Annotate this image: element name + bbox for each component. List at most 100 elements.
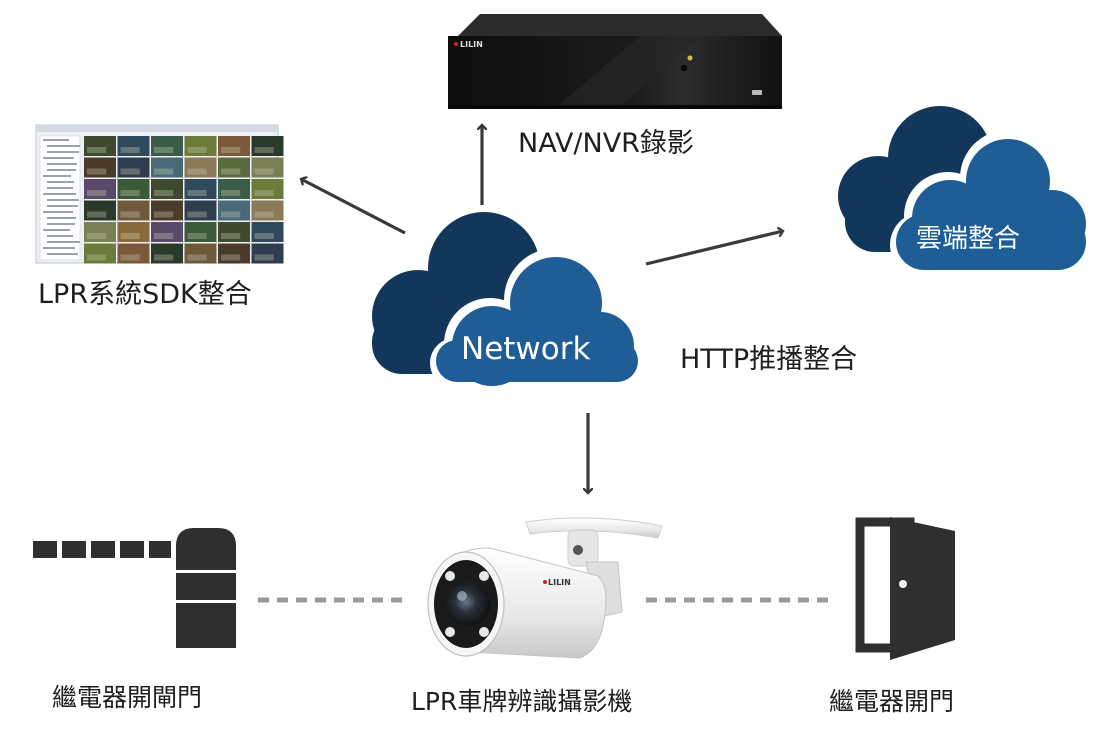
- sdk-video-thumbnail: [117, 243, 150, 264]
- sdk-tree-line: [43, 211, 73, 213]
- sdk-video-thumbnail: [151, 157, 183, 178]
- sdk-tree-line: [47, 241, 80, 243]
- sdk-video-thumbnail: [117, 222, 150, 242]
- door-icon: [855, 517, 955, 660]
- nvr-label: NAV/NVR錄影: [518, 128, 694, 159]
- relay-door-label: 繼電器開門: [829, 687, 955, 716]
- sdk-video-thumbnail: [184, 243, 217, 264]
- sdk-video-thumbnail: [151, 243, 183, 264]
- sdk-thumbnail-highlight: [221, 211, 241, 218]
- sdk-thumbnail-highlight: [187, 190, 207, 196]
- sdk-video-thumbnail: [151, 179, 183, 199]
- cloud-service-icon: [838, 106, 1094, 278]
- sdk-video-thumbnail: [184, 200, 217, 221]
- sdk-video-thumbnail: [117, 179, 150, 199]
- bullet-camera-icon: LILIN: [427, 517, 663, 659]
- sdk-video-thumbnail: [84, 179, 116, 199]
- sdk-thumbnail-highlight: [87, 233, 107, 239]
- sdk-tree-line: [47, 169, 76, 171]
- sdk-thumbnail-highlight: [87, 211, 107, 218]
- sdk-tree-line: [47, 223, 75, 225]
- sdk-tree-line: [47, 163, 77, 165]
- sdk-thumbnail-highlight: [154, 168, 174, 175]
- sdk-tree-line: [43, 193, 76, 195]
- sdk-thumbnail-highlight: [87, 190, 107, 196]
- sdk-thumbnail-highlight: [221, 147, 241, 153]
- sdk-thumbnail-highlight: [120, 147, 140, 153]
- sdk-tree-line: [47, 217, 76, 219]
- sdk-tree-line: [43, 175, 71, 177]
- sdk-tree-line: [47, 199, 79, 201]
- sdk-video-thumbnail: [117, 136, 150, 156]
- sdk-video-thumbnail: [251, 179, 284, 199]
- sdk-video-thumbnail: [251, 243, 284, 264]
- sdk-tree-line: [47, 145, 80, 147]
- sdk-tree-line: [43, 157, 74, 159]
- sdk-thumbnail-highlight: [87, 147, 107, 153]
- sdk-thumbnail-highlight: [120, 190, 140, 196]
- sdk-thumbnail-highlight: [187, 168, 207, 175]
- arrow-to-sdk: [301, 179, 406, 235]
- sdk-video-thumbnail: [251, 136, 284, 156]
- sdk-tree-line: [43, 229, 70, 231]
- sdk-thumbnail-highlight: [187, 147, 207, 153]
- sdk-thumbnail-highlight: [120, 254, 140, 261]
- sdk-tree-line: [47, 205, 78, 207]
- sdk-video-thumbnail: [84, 222, 116, 242]
- sdk-label: LPR系統SDK整合: [38, 279, 252, 310]
- camera-brand-logo: LILIN: [548, 578, 571, 587]
- sdk-video-thumbnail: [184, 222, 217, 242]
- sdk-tree-line: [47, 151, 79, 153]
- relay-gate-label: 繼電器開閘門: [52, 683, 203, 712]
- sdk-thumbnail-highlight: [87, 254, 107, 261]
- sdk-video-thumbnail: [151, 200, 183, 221]
- sdk-tree-line: [47, 253, 78, 255]
- sdk-video-thumbnail: [218, 222, 250, 242]
- sdk-video-thumbnail: [218, 179, 250, 199]
- sdk-video-thumbnail: [251, 157, 284, 178]
- sdk-video-thumbnail: [218, 157, 250, 178]
- sdk-thumbnail-highlight: [221, 254, 241, 261]
- sdk-thumbnail-highlight: [187, 233, 207, 239]
- arrow-to-cloud: [645, 231, 783, 266]
- network-cloud-icon: [372, 212, 648, 390]
- sdk-thumbnail-highlight: [254, 233, 274, 239]
- sdk-thumbnail-highlight: [221, 190, 241, 196]
- sdk-tree-line: [43, 139, 69, 141]
- sdk-video-thumbnail: [84, 200, 116, 221]
- sdk-thumbnail-highlight: [120, 233, 140, 239]
- sdk-thumbnail-highlight: [254, 168, 274, 175]
- sdk-video-thumbnail: [117, 157, 150, 178]
- sdk-tree-line: [47, 235, 73, 237]
- sdk-thumbnail-highlight: [254, 254, 274, 261]
- sdk-thumbnail-highlight: [87, 168, 107, 175]
- sdk-thumbnail-highlight: [120, 211, 140, 218]
- barrier-gate-icon: [33, 528, 236, 648]
- sdk-thumbnail-highlight: [254, 147, 274, 153]
- sdk-video-thumbnail: [184, 157, 217, 178]
- sdk-video-thumbnail: [84, 157, 116, 178]
- sdk-video-thumbnail: [84, 136, 116, 156]
- sdk-video-thumbnail: [218, 136, 250, 156]
- sdk-video-thumbnail: [151, 222, 183, 242]
- sdk-thumbnail-highlight: [187, 211, 207, 218]
- sdk-video-thumbnail: [251, 200, 284, 221]
- sdk-thumbnail-highlight: [221, 168, 241, 175]
- sdk-thumbnail-highlight: [154, 211, 174, 218]
- sdk-video-thumbnail: [184, 179, 217, 199]
- sdk-video-thumbnail: [251, 222, 284, 242]
- sdk-thumbnail-highlight: [154, 190, 174, 196]
- sdk-video-thumbnail: [84, 243, 116, 264]
- sdk-thumbnail-highlight: [154, 233, 174, 239]
- network-label: Network: [461, 331, 591, 367]
- sdk-tree-line: [47, 181, 74, 183]
- sdk-video-thumbnail: [151, 136, 183, 156]
- sdk-video-thumbnail: [184, 136, 217, 156]
- camera-label: LPR車牌辨識攝影機: [411, 687, 633, 716]
- sdk-video-thumbnail: [218, 200, 250, 221]
- monitor-screenshot-icon: [35, 124, 284, 264]
- cloud-integration-label: 雲端整合: [916, 224, 1021, 254]
- sdk-tree-line: [43, 247, 75, 249]
